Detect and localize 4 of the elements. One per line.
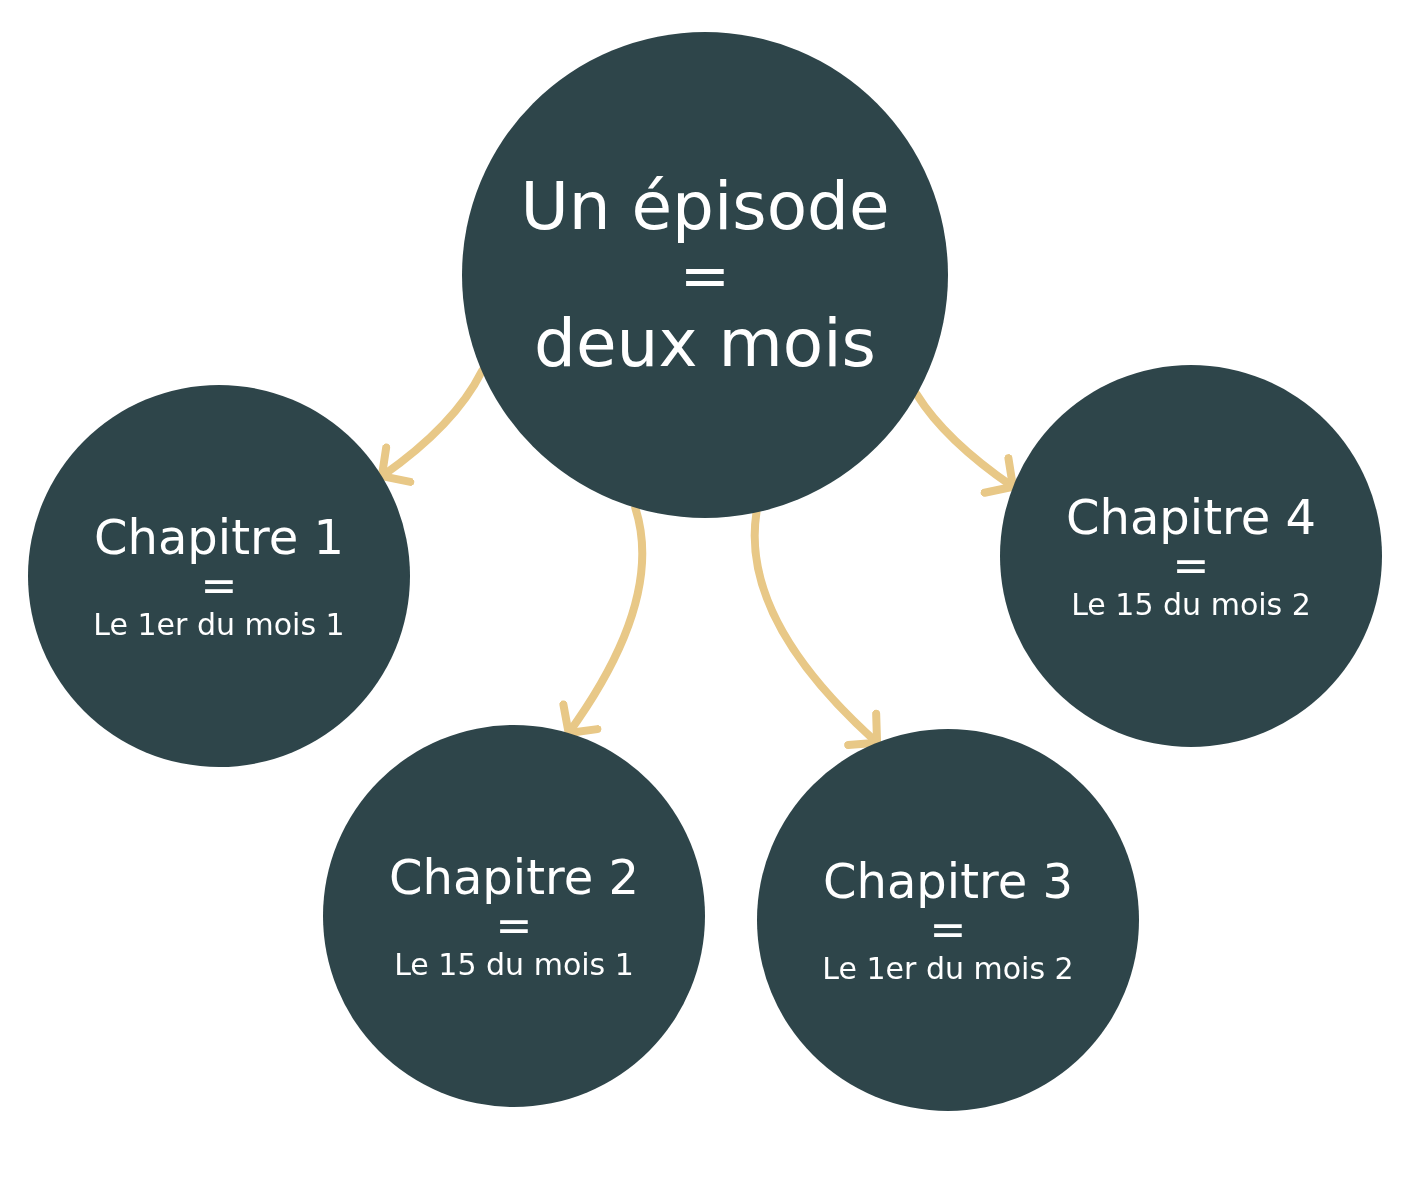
circle-heading: Un épisode bbox=[520, 168, 890, 245]
curved-arrow bbox=[912, 390, 1017, 497]
circle-subtext: deux mois bbox=[534, 305, 876, 382]
curved-arrow bbox=[377, 367, 486, 486]
